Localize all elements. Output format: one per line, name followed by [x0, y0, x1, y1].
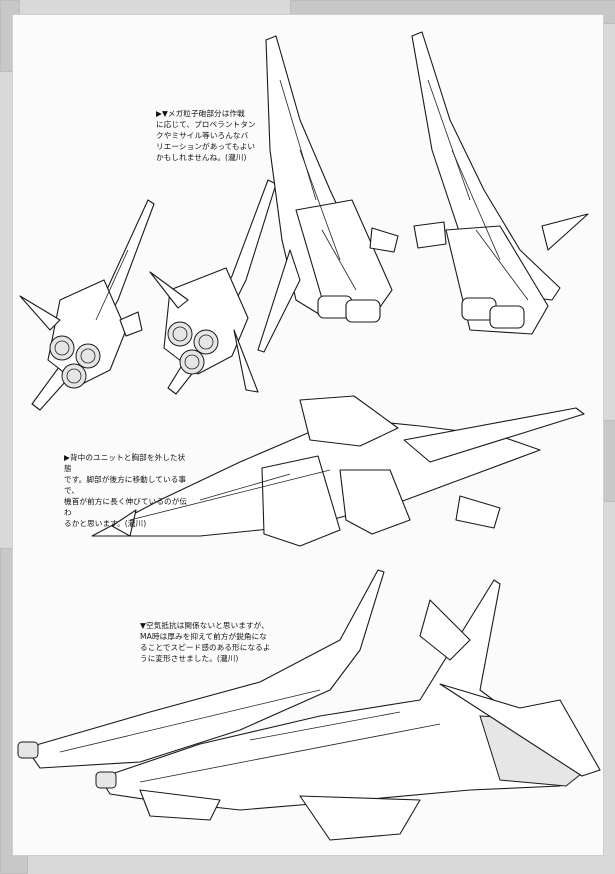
sketch-front-view-2: [411, 31, 589, 335]
sketch-rear-view-1: [19, 199, 155, 411]
caption-bottom: ▼空気抵抗は関係ないと思いますが、 MA時は厚みを抑えて前方が鋭角にな ることで…: [140, 621, 271, 663]
caption-middle: ▶背中のユニットと胸部を外した状態 です。脚部が後方に移動している事で、 機首が…: [64, 453, 188, 528]
sketch-rear-view-2: [149, 179, 277, 395]
sketch-ma-mode: [17, 569, 601, 841]
caption-top: ▶▼メガ粒子砲部分は作戦 に応じて、プロペラントタン クやミサイル等いろんなバ …: [156, 109, 256, 162]
sketch-front-view-1: [257, 35, 399, 353]
sketch-side-view: [91, 395, 585, 547]
